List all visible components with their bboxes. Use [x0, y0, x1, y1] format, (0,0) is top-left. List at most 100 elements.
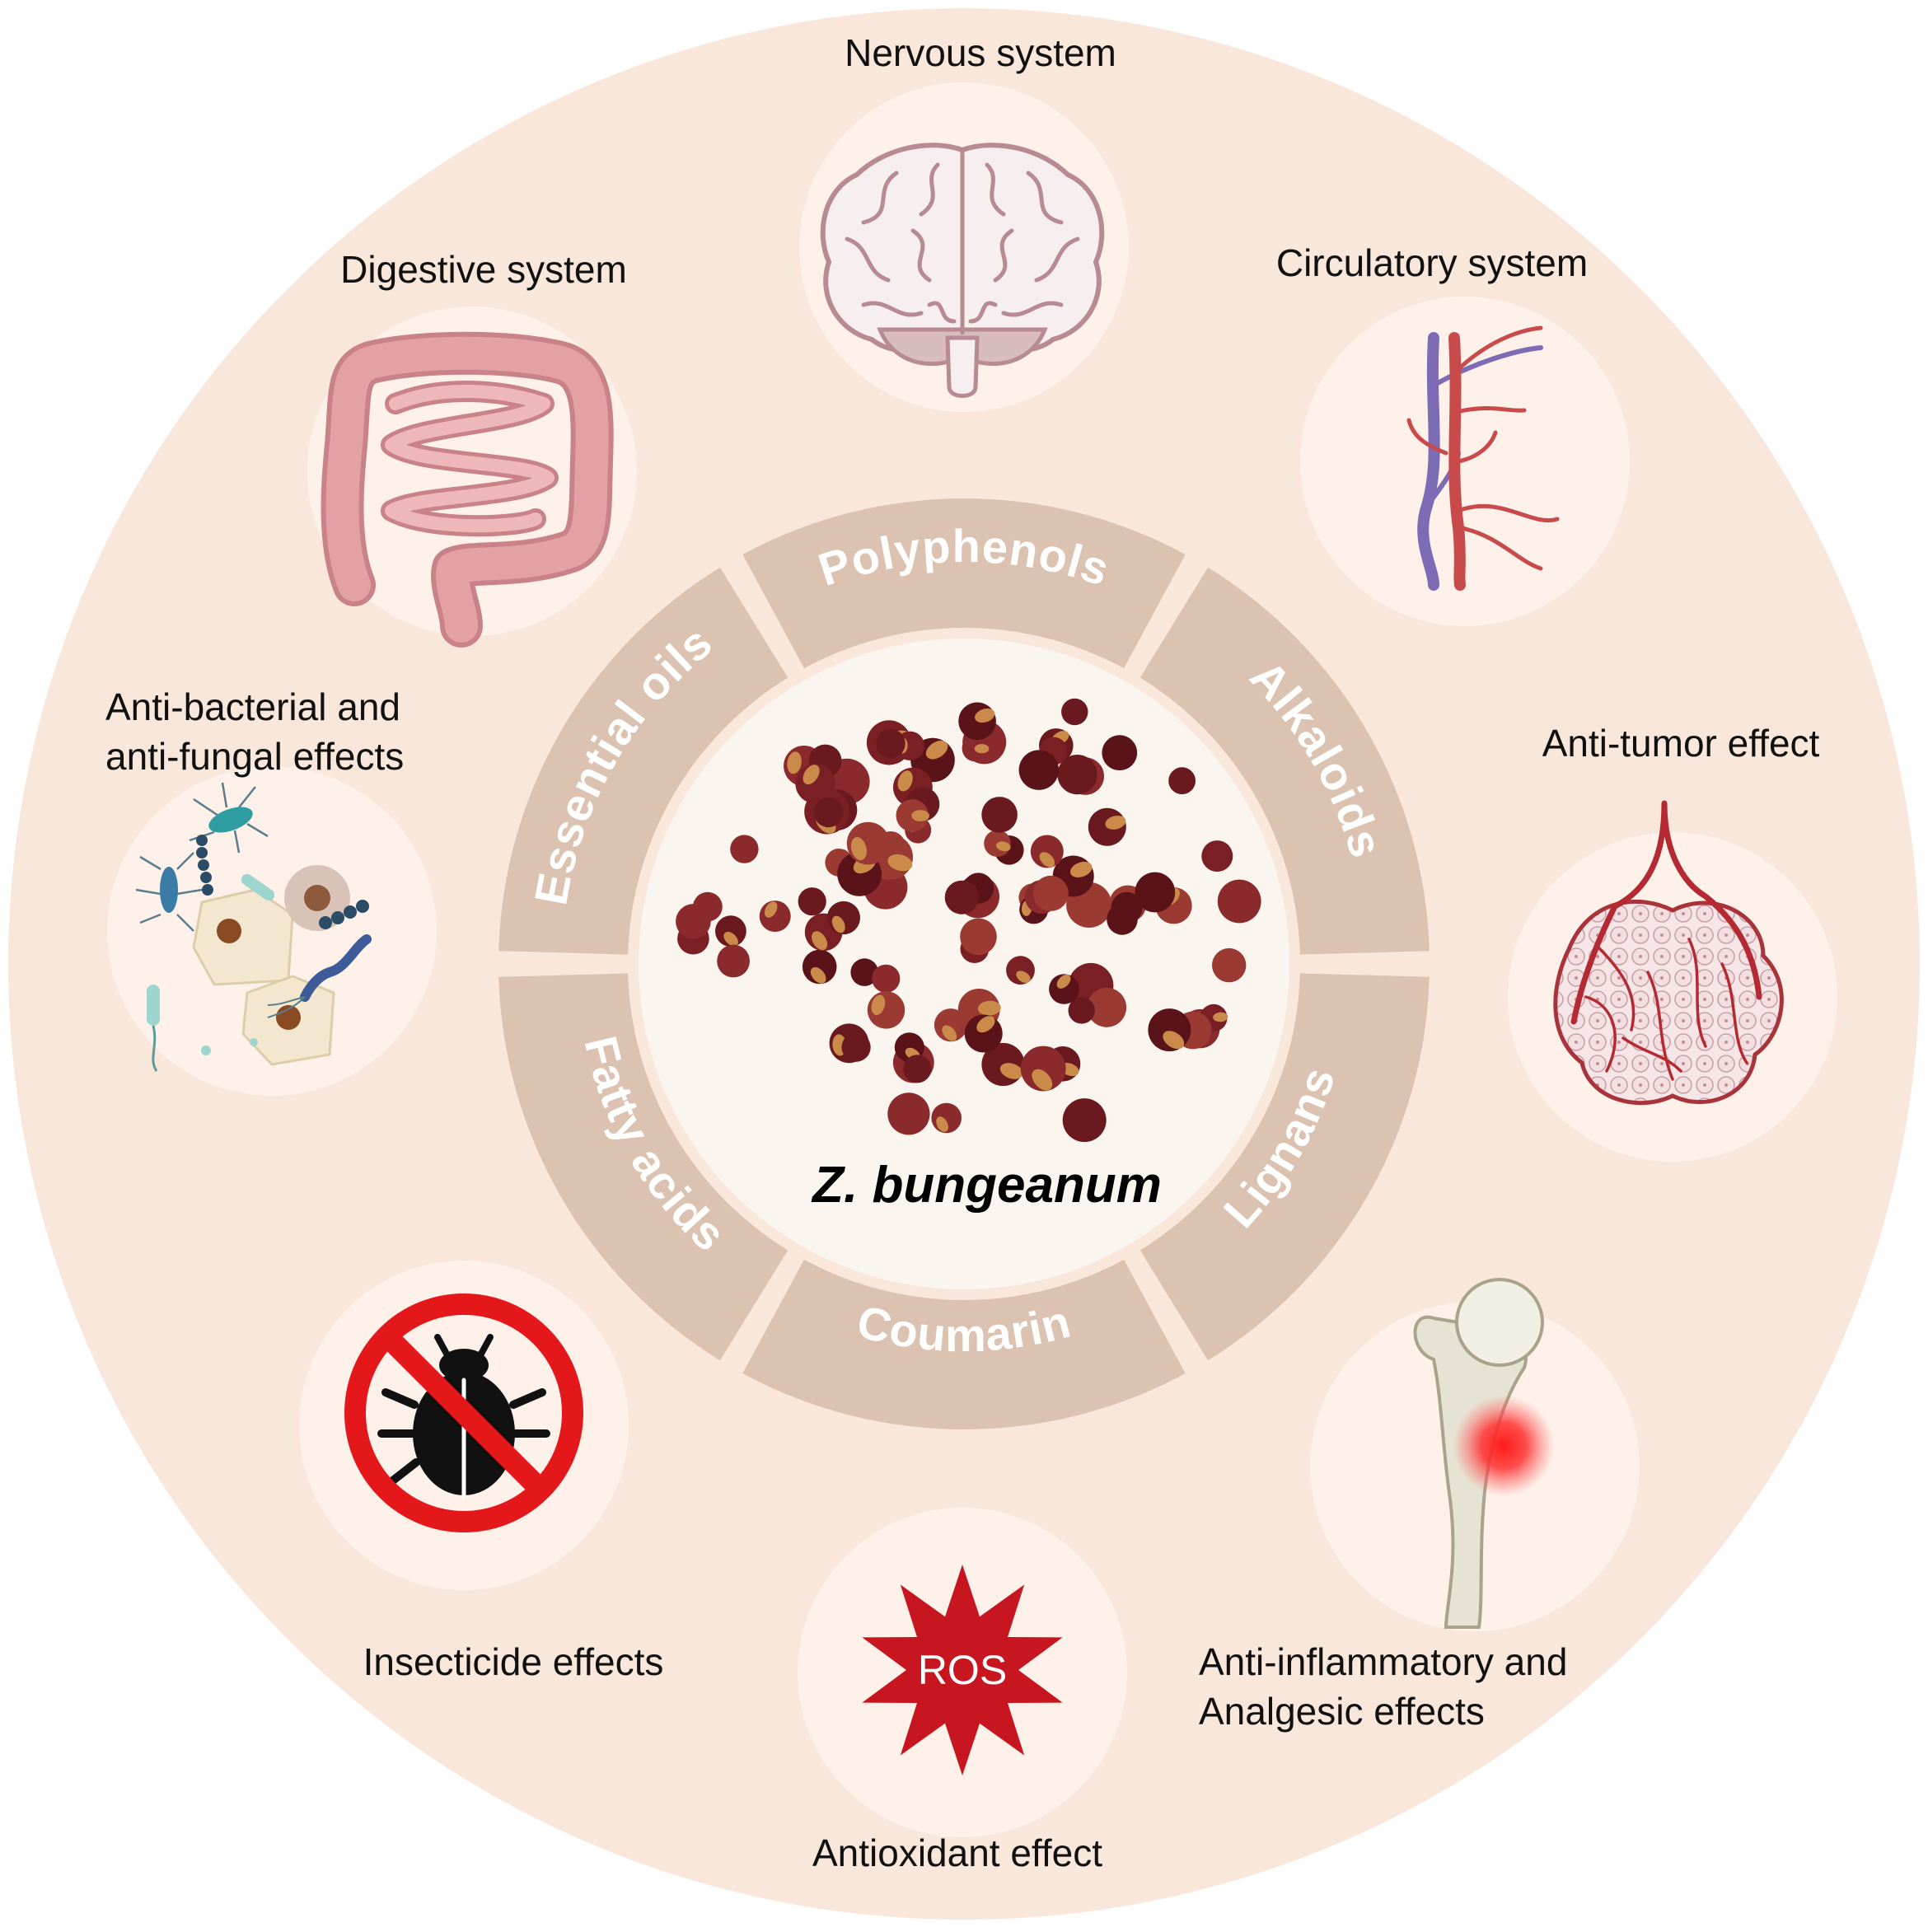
peppercorn-husk: [999, 1063, 1023, 1079]
effect-label-line: Digestive system: [340, 248, 627, 291]
peppercorn: [934, 1008, 968, 1042]
peppercorn: [1201, 840, 1233, 872]
brain-icon: [820, 143, 1105, 398]
peppercorn: [798, 887, 826, 916]
effect-label-insecticide-effects: Insecticide effects: [363, 1640, 664, 1683]
effect-label-line: Antioxidant effect: [812, 1831, 1102, 1874]
peppercorn-husk: [812, 931, 828, 951]
peppercorn-husk: [1016, 971, 1031, 984]
peppercorn-husk: [1056, 974, 1071, 989]
host-cell-1: [192, 888, 294, 986]
peppercorn: [1217, 879, 1261, 924]
center-disc: [639, 639, 1289, 1289]
blood-vessel-icon: [1406, 325, 1560, 591]
peppercorn: [1032, 875, 1069, 911]
peppercorn-husk: [723, 931, 738, 947]
host-cell-1-nucleus: [217, 919, 241, 943]
intestine-icon: [321, 331, 614, 648]
microbes-icon: [135, 782, 372, 1072]
peppercorn-husk: [1069, 861, 1093, 877]
ring-segment-essential-oils: [498, 567, 789, 955]
peppercorn: [1018, 750, 1060, 790]
peppercorn-husk: [1039, 852, 1055, 868]
peppercorn: [715, 915, 746, 947]
bacterium-teal-body: [208, 807, 253, 833]
artery-main: [1448, 332, 1466, 591]
no-insect-icon: [344, 1293, 583, 1532]
peppercorn-husk: [850, 837, 867, 861]
bacterium-blue: [135, 852, 203, 932]
fungal-spore-core: [304, 885, 330, 911]
effect-label-line: Anti-bacterial and: [105, 685, 400, 728]
peppercorn-husk: [975, 709, 995, 723]
brain-folds: [845, 147, 1080, 335]
effect-label-circulatory-system: Circulatory system: [1276, 241, 1588, 284]
effect-label-digestive-system: Digestive system: [340, 248, 627, 291]
peppercorn: [1068, 997, 1095, 1024]
peppercorn: [876, 728, 906, 759]
peppercorn: [960, 918, 997, 956]
peppercorn-husk: [1213, 1012, 1228, 1022]
prohibition-slash: [380, 1329, 548, 1497]
ring-segment-lignans: [1139, 973, 1430, 1361]
peppercorn-husk: [942, 1025, 957, 1041]
peppercorn-husk: [974, 744, 990, 754]
effect-label-line: Anti-tumor effect: [1542, 722, 1820, 765]
peppercorn: [1020, 1046, 1066, 1092]
peppercorn: [1087, 987, 1127, 1027]
peppercorn: [802, 949, 837, 985]
ring-segment-coumarin: [742, 1259, 1186, 1429]
peppercorn: [1057, 755, 1097, 795]
rod-bacterium-1: [241, 873, 275, 901]
bone-joint-icon: [1413, 1278, 1555, 1629]
artery-branches: [1406, 325, 1560, 571]
peppercorn: [730, 835, 759, 863]
effect-label-nervous-system: Nervous system: [845, 31, 1116, 74]
peppercorn-husk: [897, 770, 913, 792]
peppercorn-husk: [976, 1016, 995, 1033]
peppercorn: [1030, 835, 1064, 868]
peppercorn-husk: [831, 915, 845, 933]
cocci-chain-2: [319, 900, 369, 929]
effect-label-line: Analgesic effects: [1199, 1690, 1485, 1733]
peppercorn: [1111, 891, 1143, 924]
tumor-mass: [1553, 900, 1784, 1106]
spore-dot-2: [250, 1038, 258, 1046]
peppercorn-husk: [911, 810, 929, 821]
spirillum-flagella: [267, 996, 306, 1018]
peppercorn: [1212, 947, 1247, 983]
effect-label-line: Nervous system: [845, 31, 1116, 74]
peppercorn: [676, 904, 711, 939]
peppercorn-husk: [936, 1116, 948, 1132]
beetle-silhouette: [377, 1334, 550, 1498]
tumor-vessels: [1570, 800, 1762, 1025]
peppercorn-husk: [810, 966, 826, 984]
ring-segment-alkaloids: [1139, 567, 1430, 955]
spore-dot-1: [201, 1046, 211, 1055]
effect-label-line: Anti-inflammatory and: [1199, 1640, 1567, 1683]
peppercorn: [944, 880, 979, 915]
peppercorn-husk: [764, 901, 778, 918]
peppercorn: [717, 944, 750, 978]
ros-star-label: ROS: [918, 1647, 1007, 1693]
peppercorn: [887, 1092, 930, 1135]
ring-segment-fatty-acids: [498, 973, 789, 1361]
peppercorn: [1168, 767, 1196, 795]
peppercorn: [841, 1032, 871, 1062]
peppercorn: [1102, 735, 1138, 771]
peppercorn: [872, 964, 901, 993]
peppercorn-husk: [887, 854, 913, 872]
vein-main: [1417, 332, 1440, 591]
peppercorn: [981, 797, 1018, 833]
peppercorn-husk: [1105, 815, 1126, 830]
femur-head: [1455, 1278, 1544, 1367]
peppercorn-husk: [787, 751, 802, 774]
peppercorn-husk: [1032, 1069, 1053, 1091]
prohibition-ring: [344, 1293, 583, 1532]
ros-star-shape: [862, 1565, 1063, 1775]
small-intestine-fill: [385, 385, 555, 533]
